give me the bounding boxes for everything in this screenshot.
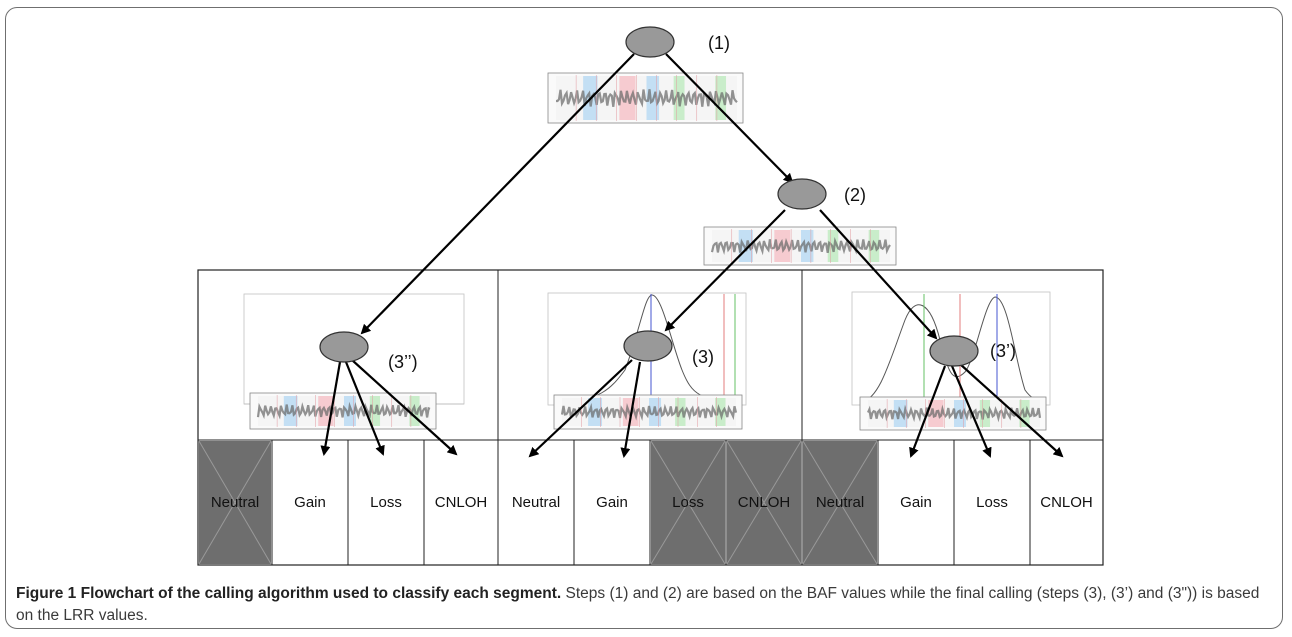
outcome-label-left-cnloh: CNLOH xyxy=(435,494,488,511)
arrow-step1-to-step2 xyxy=(665,53,794,184)
strip-signal xyxy=(710,236,891,256)
arrow-left-loss xyxy=(344,361,385,456)
outcome-labels: Neutral Gain Loss CNLOH Neutral Gain Loss CNLOH… xyxy=(211,494,1093,511)
arrow-step2-to-step3 xyxy=(664,209,786,332)
arrow-left-cnloh xyxy=(351,359,458,456)
strip-band xyxy=(419,396,430,426)
label-step2: (2) xyxy=(844,185,866,205)
outcome-label-left-loss: Loss xyxy=(370,494,402,511)
genome-strip xyxy=(249,392,437,430)
flow-arrows xyxy=(320,53,1064,458)
figure-caption: Figure 1 Flowchart of the calling algori… xyxy=(16,583,1276,627)
strip-band xyxy=(868,230,880,262)
arrow-middle-gain xyxy=(620,361,642,458)
cross-line xyxy=(198,440,272,565)
cross-line xyxy=(802,440,878,565)
node-step3-double-prime xyxy=(319,331,369,363)
label-step1: (1) xyxy=(708,33,730,53)
outcome-label-middle-loss: Loss xyxy=(672,494,704,511)
arrow-middle-neutral xyxy=(528,359,633,458)
genome-strip xyxy=(703,226,897,266)
strip-signal xyxy=(556,89,738,108)
arrow-step2-to-step3p xyxy=(819,209,938,340)
strip-signal xyxy=(256,401,431,420)
decision-nodes xyxy=(319,26,979,367)
cross-line xyxy=(726,440,802,565)
outcome-label-right-loss: Loss xyxy=(976,494,1008,511)
outcome-label-left-gain: Gain xyxy=(294,494,326,511)
node-step3 xyxy=(623,330,673,362)
arrow-step1-to-step3dp xyxy=(360,53,635,335)
outcome-label-right-neutral: Neutral xyxy=(816,494,864,511)
caption-title: Figure 1 Flowchart of the calling algori… xyxy=(16,585,562,602)
node-step3-prime xyxy=(929,335,979,367)
panel-grid xyxy=(197,269,1104,566)
outcome-label-left-neutral: Neutral xyxy=(211,494,259,511)
genome-strip xyxy=(547,72,744,124)
strip-signal xyxy=(866,404,1042,423)
arrow-right-cnloh xyxy=(959,363,1064,458)
strip-band xyxy=(979,400,991,427)
arrow-right-gain xyxy=(909,365,947,458)
outcome-label-right-cnloh: CNLOH xyxy=(1040,494,1093,511)
outcome-label-middle-neutral: Neutral xyxy=(512,494,560,511)
step-labels: (1) (2) (3’’) (3) (3’) xyxy=(388,33,1016,372)
genome-strip xyxy=(553,394,743,430)
flowchart-diagram: (1) (2) (3’’) (3) (3’) Neutral Gain Loss CN… xyxy=(197,26,1104,566)
cross-line xyxy=(650,440,726,565)
label-step3-double-prime: (3’’) xyxy=(388,352,418,372)
arrow-left-gain xyxy=(320,361,342,456)
node-step2 xyxy=(777,178,827,210)
genome-strip xyxy=(859,396,1047,431)
strip-signal xyxy=(560,402,738,421)
outcome-label-middle-gain: Gain xyxy=(596,494,628,511)
caption-text: Steps (1) and (2) are based on the BAF v… xyxy=(16,585,1260,624)
outcome-label-middle-cnloh: CNLOH xyxy=(738,494,791,511)
node-step1 xyxy=(625,26,675,58)
excluded-outcome-boxes xyxy=(198,440,878,565)
label-step3-prime: (3’) xyxy=(990,341,1016,361)
strip-band xyxy=(635,76,647,120)
outcome-label-right-gain: Gain xyxy=(900,494,932,511)
label-step3: (3) xyxy=(692,347,714,367)
arrow-right-loss xyxy=(950,365,992,458)
